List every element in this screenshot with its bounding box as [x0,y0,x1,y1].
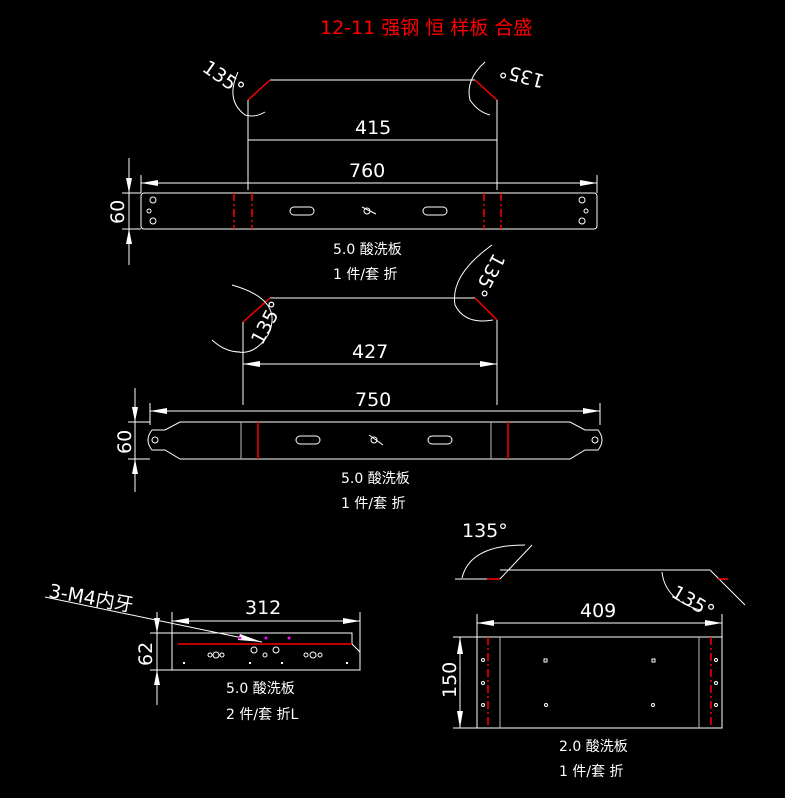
part-4-qty: 1 件/套 折 [559,764,624,780]
part-4-angle-left: 135° [462,520,508,542]
part-2-inner-dim: 427 [352,341,388,363]
part-1-inner-dim: 415 [355,117,391,139]
drawing-title: 12-11 强钢 恒 样板 合盛 [320,17,532,39]
part-1-plate [140,192,598,230]
part-2-plate [147,421,603,460]
part-2-qty: 1 件/套 折 [341,496,406,512]
part-2-angle-left: 135° [247,298,288,349]
part-3-length-dim: 312 [245,597,281,619]
part-2-length-dim: 750 [355,389,391,411]
part-3-thread-note: 3-M4内牙 [47,580,135,617]
part-3-qty: 2 件/套 折L [226,707,299,723]
part-2: 135° 135° 427 750 60 5.0 酸洗板 1 件/套 折 [114,244,603,512]
part-4-height-dim: 150 [439,662,461,698]
part-3-leader-line [44,596,263,643]
part-2-height-dim: 60 [114,430,136,454]
part-3-material: 5.0 酸洗板 [226,681,295,697]
part-4: 135° 135° 409 150 2.0 酸洗板 1 件/套 折 [439,520,746,780]
part-1-angle-left: 135° [198,56,248,100]
part-4-plate [476,636,723,729]
part-1-profile [232,61,498,190]
part-1-height-dim: 60 [107,200,129,224]
part-1-angle-right: 135° [497,59,547,92]
part-1: 135° 135° 415 760 60 5.0 酸洗板 1 件/套 折 [107,56,598,283]
part-3-height-dim: 62 [135,642,157,666]
part-1-qty: 1 件/套 折 [333,267,398,283]
part-1-length-dim: 760 [349,160,385,182]
part-1-material: 5.0 酸洗板 [333,242,402,258]
part-3: 3-M4内牙 312 62 5.0 酸洗板 2 件/套 折L [44,580,361,723]
part-4-angle-right: 135° [668,581,719,623]
part-4-material: 2.0 酸洗板 [559,739,628,755]
part-2-material: 5.0 酸洗板 [341,471,410,487]
part-2-angle-right: 135° [468,250,509,301]
part-4-length-dim: 409 [580,600,616,622]
